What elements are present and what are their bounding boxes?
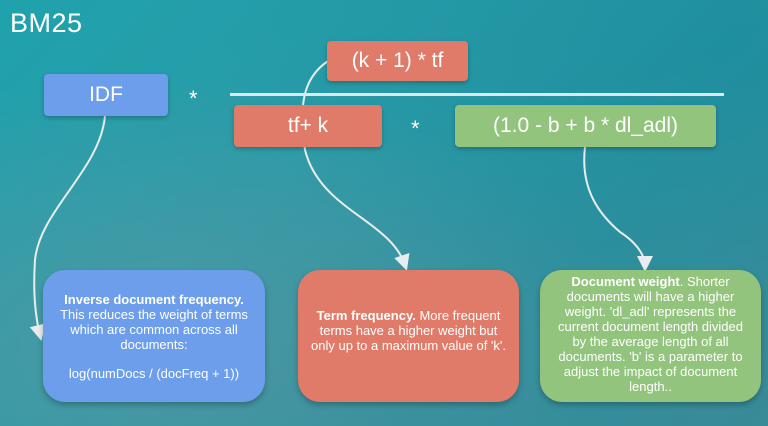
idf-card-heading: Inverse document frequency. [64,292,244,307]
denominator-tf-box: tf+ k [234,105,382,147]
idf-box: IDF [44,74,168,116]
length-norm-box: (1.0 - b + b * dl_adl) [455,105,716,147]
arrow-tf [301,60,410,271]
doc-card-text: . Shorter documents will have a higher w… [557,274,743,394]
idf-explanation-card: Inverse document frequency. This reduces… [43,270,265,402]
multiply-operator-2: * [411,116,420,141]
tf-card-heading: Term frequency. [316,308,416,323]
fraction-line [230,93,724,96]
tf-explanation-card: Term frequency. More frequent terms have… [298,270,519,402]
page-title: BM25 [10,8,83,38]
tf-card-text: More frequent terms have a higher weight… [311,308,506,353]
doc-weight-card: Document weight. Shorter documents will … [540,270,761,402]
idf-card-text: This reduces the weight of terms which a… [60,307,248,352]
arrow-idf [29,115,106,341]
numerator-box: (k + 1) * tf [327,41,468,81]
idf-card-formula: log(numDocs / (docFreq + 1)) [68,366,240,381]
multiply-operator: * [189,86,198,111]
arrow-doc [583,146,653,272]
doc-card-heading: Document weight [571,274,680,289]
